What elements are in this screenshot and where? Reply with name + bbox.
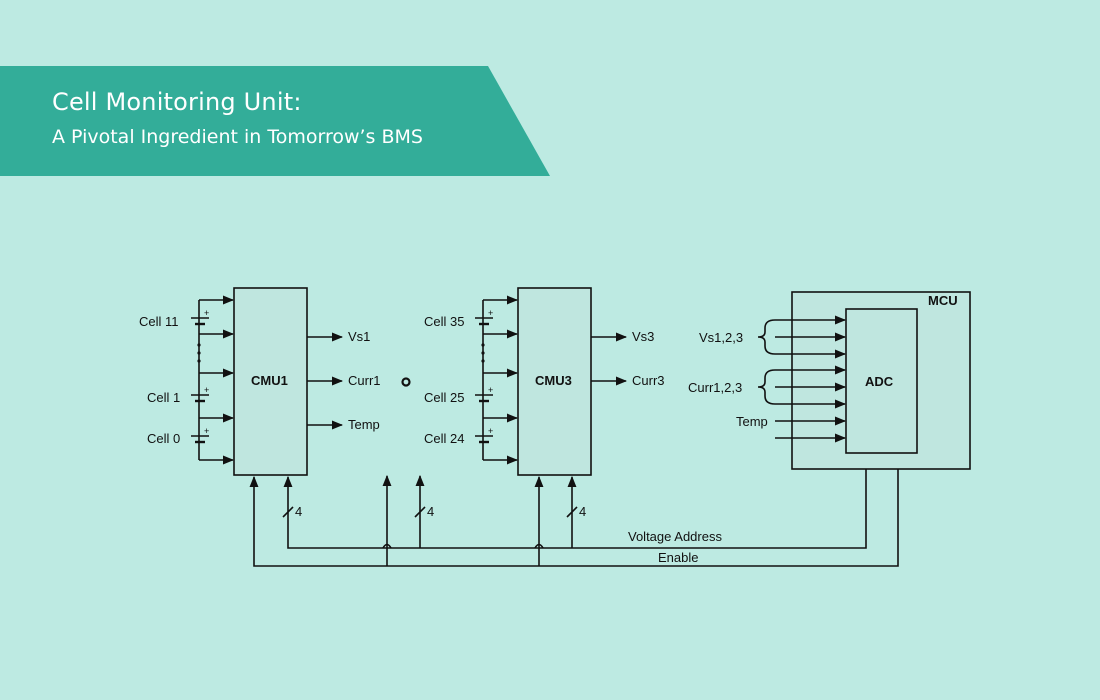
banner-title: Cell Monitoring Unit: xyxy=(52,88,302,116)
cmu1-battery-icons xyxy=(191,317,209,444)
cmu1-block xyxy=(233,287,308,476)
svg-text:+: + xyxy=(488,426,493,436)
temp-input-label: Temp xyxy=(736,414,768,429)
curr1-label: Curr1 xyxy=(348,373,381,388)
enable-bus xyxy=(249,469,899,567)
enable-label: Enable xyxy=(658,550,698,565)
cmu3-block xyxy=(517,287,592,476)
adc-label: ADC xyxy=(865,374,894,389)
cmu1-bus-width: 4 xyxy=(295,504,302,519)
cell-35-label: Cell 35 xyxy=(424,314,464,329)
cell-1-label: Cell 1 xyxy=(147,390,180,405)
cmu1-output-arrows xyxy=(307,332,344,430)
cmu1-cell-input-arrows xyxy=(199,295,235,465)
cell-0-label: Cell 0 xyxy=(147,431,180,446)
cell-25-label: Cell 25 xyxy=(424,390,464,405)
middle-bus-width: 4 xyxy=(427,504,434,519)
cmu3-cell-input-arrows xyxy=(483,295,519,465)
curr-brace xyxy=(757,369,776,405)
vs1-label: Vs1 xyxy=(348,329,370,344)
mcu-input-arrows xyxy=(775,315,847,443)
svg-text:+: + xyxy=(204,385,209,395)
svg-text:+: + xyxy=(204,426,209,436)
vs-brace xyxy=(757,319,776,355)
voltage-address-label: Voltage Address xyxy=(628,529,722,544)
cell-11-label: Cell 11 xyxy=(139,314,179,329)
svg-text:+: + xyxy=(204,308,209,318)
bus-width-slashes xyxy=(282,506,578,518)
cmu3-label: CMU3 xyxy=(535,373,572,388)
continuation-dots xyxy=(197,343,485,387)
curr3-label: Curr3 xyxy=(632,373,665,388)
vs3-label: Vs3 xyxy=(632,329,654,344)
mcu-label: MCU xyxy=(928,293,958,308)
bus-crossover-marks xyxy=(382,543,544,549)
adc-block xyxy=(845,308,918,454)
banner-subtitle: A Pivotal Ingredient in Tomorrow’s BMS xyxy=(52,126,423,148)
voltage-address-bus xyxy=(283,469,867,549)
svg-text:+: + xyxy=(488,308,493,318)
title-banner xyxy=(0,66,550,176)
battery-plus-marks: + + + + + + xyxy=(204,308,493,436)
cmu3-output-arrows xyxy=(591,332,628,386)
vs-inputs-label: Vs1,2,3 xyxy=(699,330,743,345)
cmu3-bus-width: 4 xyxy=(579,504,586,519)
cmu3-battery-icons xyxy=(475,317,493,444)
cell-24-label: Cell 24 xyxy=(424,431,464,446)
cmu1-label: CMU1 xyxy=(251,373,288,388)
curr-inputs-label: Curr1,2,3 xyxy=(688,380,742,395)
temp1-label: Temp xyxy=(348,417,380,432)
svg-text:+: + xyxy=(488,385,493,395)
banner-shape xyxy=(0,66,550,176)
